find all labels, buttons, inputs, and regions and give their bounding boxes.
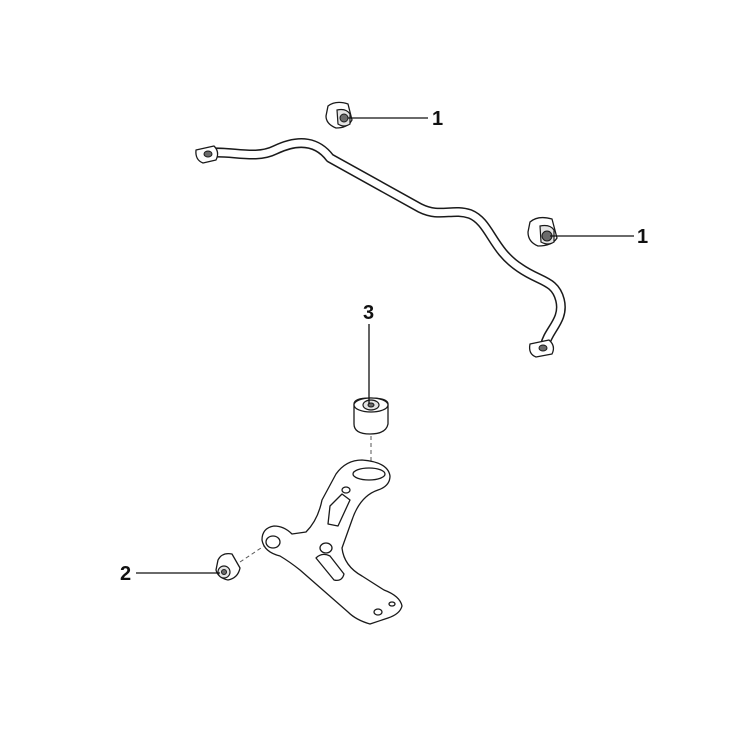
control-arm-rear-bushing <box>353 397 389 435</box>
callout-number: 1 <box>432 108 443 130</box>
control-arm-front-bushing <box>215 552 241 581</box>
stabilizer-bar <box>195 138 566 358</box>
assembly-guide-line-front <box>239 545 265 563</box>
callout-2: 2 <box>120 563 220 585</box>
callout-3: 3 <box>363 302 374 404</box>
callout-number: 1 <box>637 226 648 248</box>
stabilizer-bar-end-left <box>195 145 219 164</box>
callout-number: 2 <box>120 563 131 585</box>
callout-1-upper: 1 <box>348 108 443 130</box>
stabilizer-bushing-upper <box>325 101 353 129</box>
callout-1-lower: 1 <box>550 226 648 248</box>
callout-number: 3 <box>363 302 374 324</box>
control-arm <box>261 459 403 625</box>
stabilizer-bushing-lower <box>527 216 558 247</box>
stabilizer-bar-end-right <box>528 339 555 358</box>
